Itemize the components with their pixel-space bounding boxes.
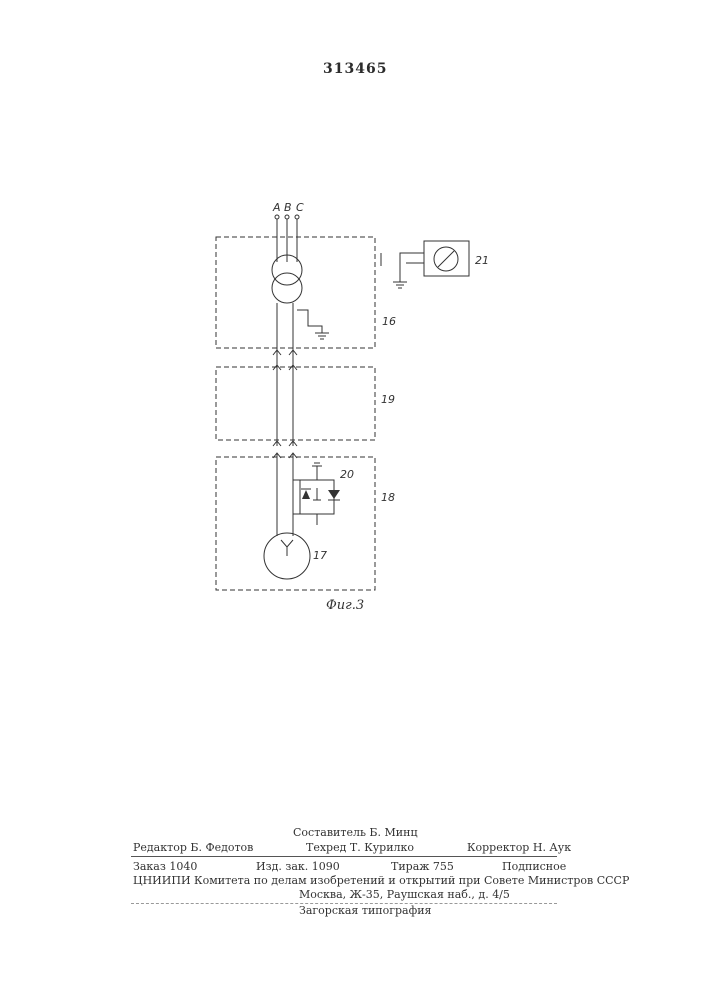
label-18: 18 xyxy=(381,491,395,504)
phase-label-a: A xyxy=(272,201,281,214)
institute: ЦНИИПИ Комитета по делам изобретений и о… xyxy=(133,874,629,887)
composer: Составитель Б. Минц xyxy=(293,826,418,839)
terminal-a xyxy=(275,215,279,219)
diode-left xyxy=(302,490,310,499)
terminal-c xyxy=(295,215,299,219)
printer: Загорская типография xyxy=(299,904,431,917)
address: Москва, Ж-35, Раушская наб., д. 4/5 xyxy=(299,888,510,901)
transformer-secondary xyxy=(272,273,302,303)
editor: Редактор Б. Федотов xyxy=(133,841,253,854)
transformer-block-frame xyxy=(216,237,375,348)
label-21: 21 xyxy=(475,254,489,267)
label-20: 20 xyxy=(340,468,354,481)
figure-caption: Фиг.3 xyxy=(326,598,364,613)
phase-label-b: B xyxy=(284,201,292,214)
imprint-rule xyxy=(131,856,557,857)
order: Заказ 1040 xyxy=(133,860,197,873)
techred: Техред Т. Курилко xyxy=(306,841,414,854)
label-19: 19 xyxy=(381,393,395,406)
label-16: 16 xyxy=(382,315,396,328)
phase-label-c: C xyxy=(296,201,304,214)
diode-right xyxy=(328,490,340,499)
label-17: 17 xyxy=(313,549,327,562)
terminal-b xyxy=(285,215,289,219)
circulation: Тираж 755 xyxy=(391,860,454,873)
middle-block-frame xyxy=(216,367,375,440)
corrector: Корректор Н. Аук xyxy=(467,841,571,854)
subscription: Подписное xyxy=(502,860,566,873)
publ-order: Изд. зак. 1090 xyxy=(256,860,340,873)
